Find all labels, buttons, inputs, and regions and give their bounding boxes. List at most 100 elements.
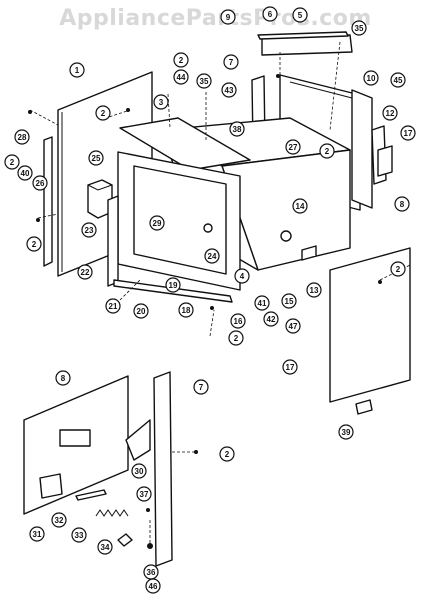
callout-31: 31 xyxy=(29,526,45,542)
callout-2: 2 xyxy=(173,52,189,68)
watermark: AppliancePartsPros.com xyxy=(59,6,372,31)
callout-number: 43 xyxy=(225,86,234,95)
callout-circle xyxy=(178,302,194,318)
callout-number: 47 xyxy=(289,322,298,331)
callout-number: 7 xyxy=(199,383,204,392)
callout-circle xyxy=(97,539,113,555)
callout-circle xyxy=(282,359,298,375)
callout-number: 17 xyxy=(286,363,295,372)
part-right-upright xyxy=(351,89,373,209)
part-hinge-31 xyxy=(39,473,63,499)
callout-35: 35 xyxy=(196,73,212,89)
callout-circle xyxy=(285,318,301,334)
callout-number: 25 xyxy=(92,154,101,163)
callout-1: 1 xyxy=(69,62,85,78)
part-bracket-13 xyxy=(301,245,317,261)
callout-circle xyxy=(363,70,379,86)
callout-number: 35 xyxy=(355,24,364,33)
callout-number: 2 xyxy=(396,265,401,274)
callout-number: 2 xyxy=(10,158,15,167)
callout-2: 2 xyxy=(26,236,42,252)
part-spring-33 xyxy=(95,509,129,517)
callout-number: 21 xyxy=(109,302,118,311)
callout-37: 37 xyxy=(136,486,152,502)
callout-24: 24 xyxy=(204,248,220,264)
callout-circle xyxy=(254,295,270,311)
callout-circle xyxy=(204,248,220,264)
callout-38: 38 xyxy=(229,121,245,137)
callout-41: 41 xyxy=(254,295,270,311)
callout-circle xyxy=(382,105,398,121)
callout-circle xyxy=(281,293,297,309)
callout-circle xyxy=(229,121,245,137)
callout-2: 2 xyxy=(95,105,111,121)
callout-circle xyxy=(32,175,48,191)
callout-5: 5 xyxy=(292,7,308,23)
callout-35: 35 xyxy=(351,20,367,36)
part-fitting-34 xyxy=(117,533,133,547)
callout-circle xyxy=(221,82,237,98)
callout-33: 33 xyxy=(71,527,87,543)
callout-circle xyxy=(81,222,97,238)
callout-number: 29 xyxy=(153,219,162,228)
callout-32: 32 xyxy=(51,512,67,528)
callout-circle xyxy=(4,154,20,170)
callout-42: 42 xyxy=(263,311,279,327)
callout-circle xyxy=(133,303,149,319)
callout-number: 2 xyxy=(325,147,330,156)
callout-17: 17 xyxy=(282,359,298,375)
callout-number: 9 xyxy=(226,13,231,22)
part-knob-29 xyxy=(203,223,213,233)
callout-circle xyxy=(51,512,67,528)
callout-number: 2 xyxy=(32,240,37,249)
callout-number: 35 xyxy=(200,77,209,86)
callout-number: 22 xyxy=(81,268,90,277)
callout-30: 30 xyxy=(131,463,147,479)
callout-number: 2 xyxy=(179,56,184,65)
callout-39: 39 xyxy=(338,424,354,440)
callout-3: 3 xyxy=(153,94,169,110)
callout-circle xyxy=(153,94,169,110)
part-top-panel-back xyxy=(257,31,349,40)
callout-10: 10 xyxy=(363,70,379,86)
callout-29: 29 xyxy=(149,215,165,231)
callout-number: 2 xyxy=(225,450,230,459)
callout-number: 31 xyxy=(33,530,42,539)
callout-circle xyxy=(131,463,147,479)
callout-2: 2 xyxy=(228,330,244,346)
part-vertical-post-bottom xyxy=(153,371,173,567)
callout-circle xyxy=(165,277,181,293)
callout-15: 15 xyxy=(281,293,297,309)
part-rod-32 xyxy=(75,489,107,501)
callout-22: 22 xyxy=(77,264,93,280)
callout-circle xyxy=(55,370,71,386)
callout-circle xyxy=(228,330,244,346)
callout-2: 2 xyxy=(390,261,406,277)
callout-4: 4 xyxy=(234,268,250,284)
callout-16: 16 xyxy=(230,313,246,329)
callout-number: 18 xyxy=(182,306,191,315)
callout-circle xyxy=(390,261,406,277)
callout-circle xyxy=(400,125,416,141)
callout-36: 36 xyxy=(143,564,159,580)
callout-circle xyxy=(196,73,212,89)
callout-circle xyxy=(219,446,235,462)
callout-number: 27 xyxy=(289,143,298,152)
callout-number: 24 xyxy=(208,252,217,261)
callout-46: 46 xyxy=(145,578,161,594)
callout-number: 6 xyxy=(268,10,273,19)
callout-circle xyxy=(220,9,236,25)
callout-circle xyxy=(95,105,111,121)
callout-number: 33 xyxy=(75,531,84,540)
callout-number: 36 xyxy=(147,568,156,577)
part-knob-14 xyxy=(280,230,292,242)
callout-number: 14 xyxy=(296,202,305,211)
callout-2: 2 xyxy=(319,143,335,159)
callout-18: 18 xyxy=(178,302,194,318)
callout-circle xyxy=(394,196,410,212)
callout-12: 12 xyxy=(382,105,398,121)
callout-7: 7 xyxy=(223,54,239,70)
